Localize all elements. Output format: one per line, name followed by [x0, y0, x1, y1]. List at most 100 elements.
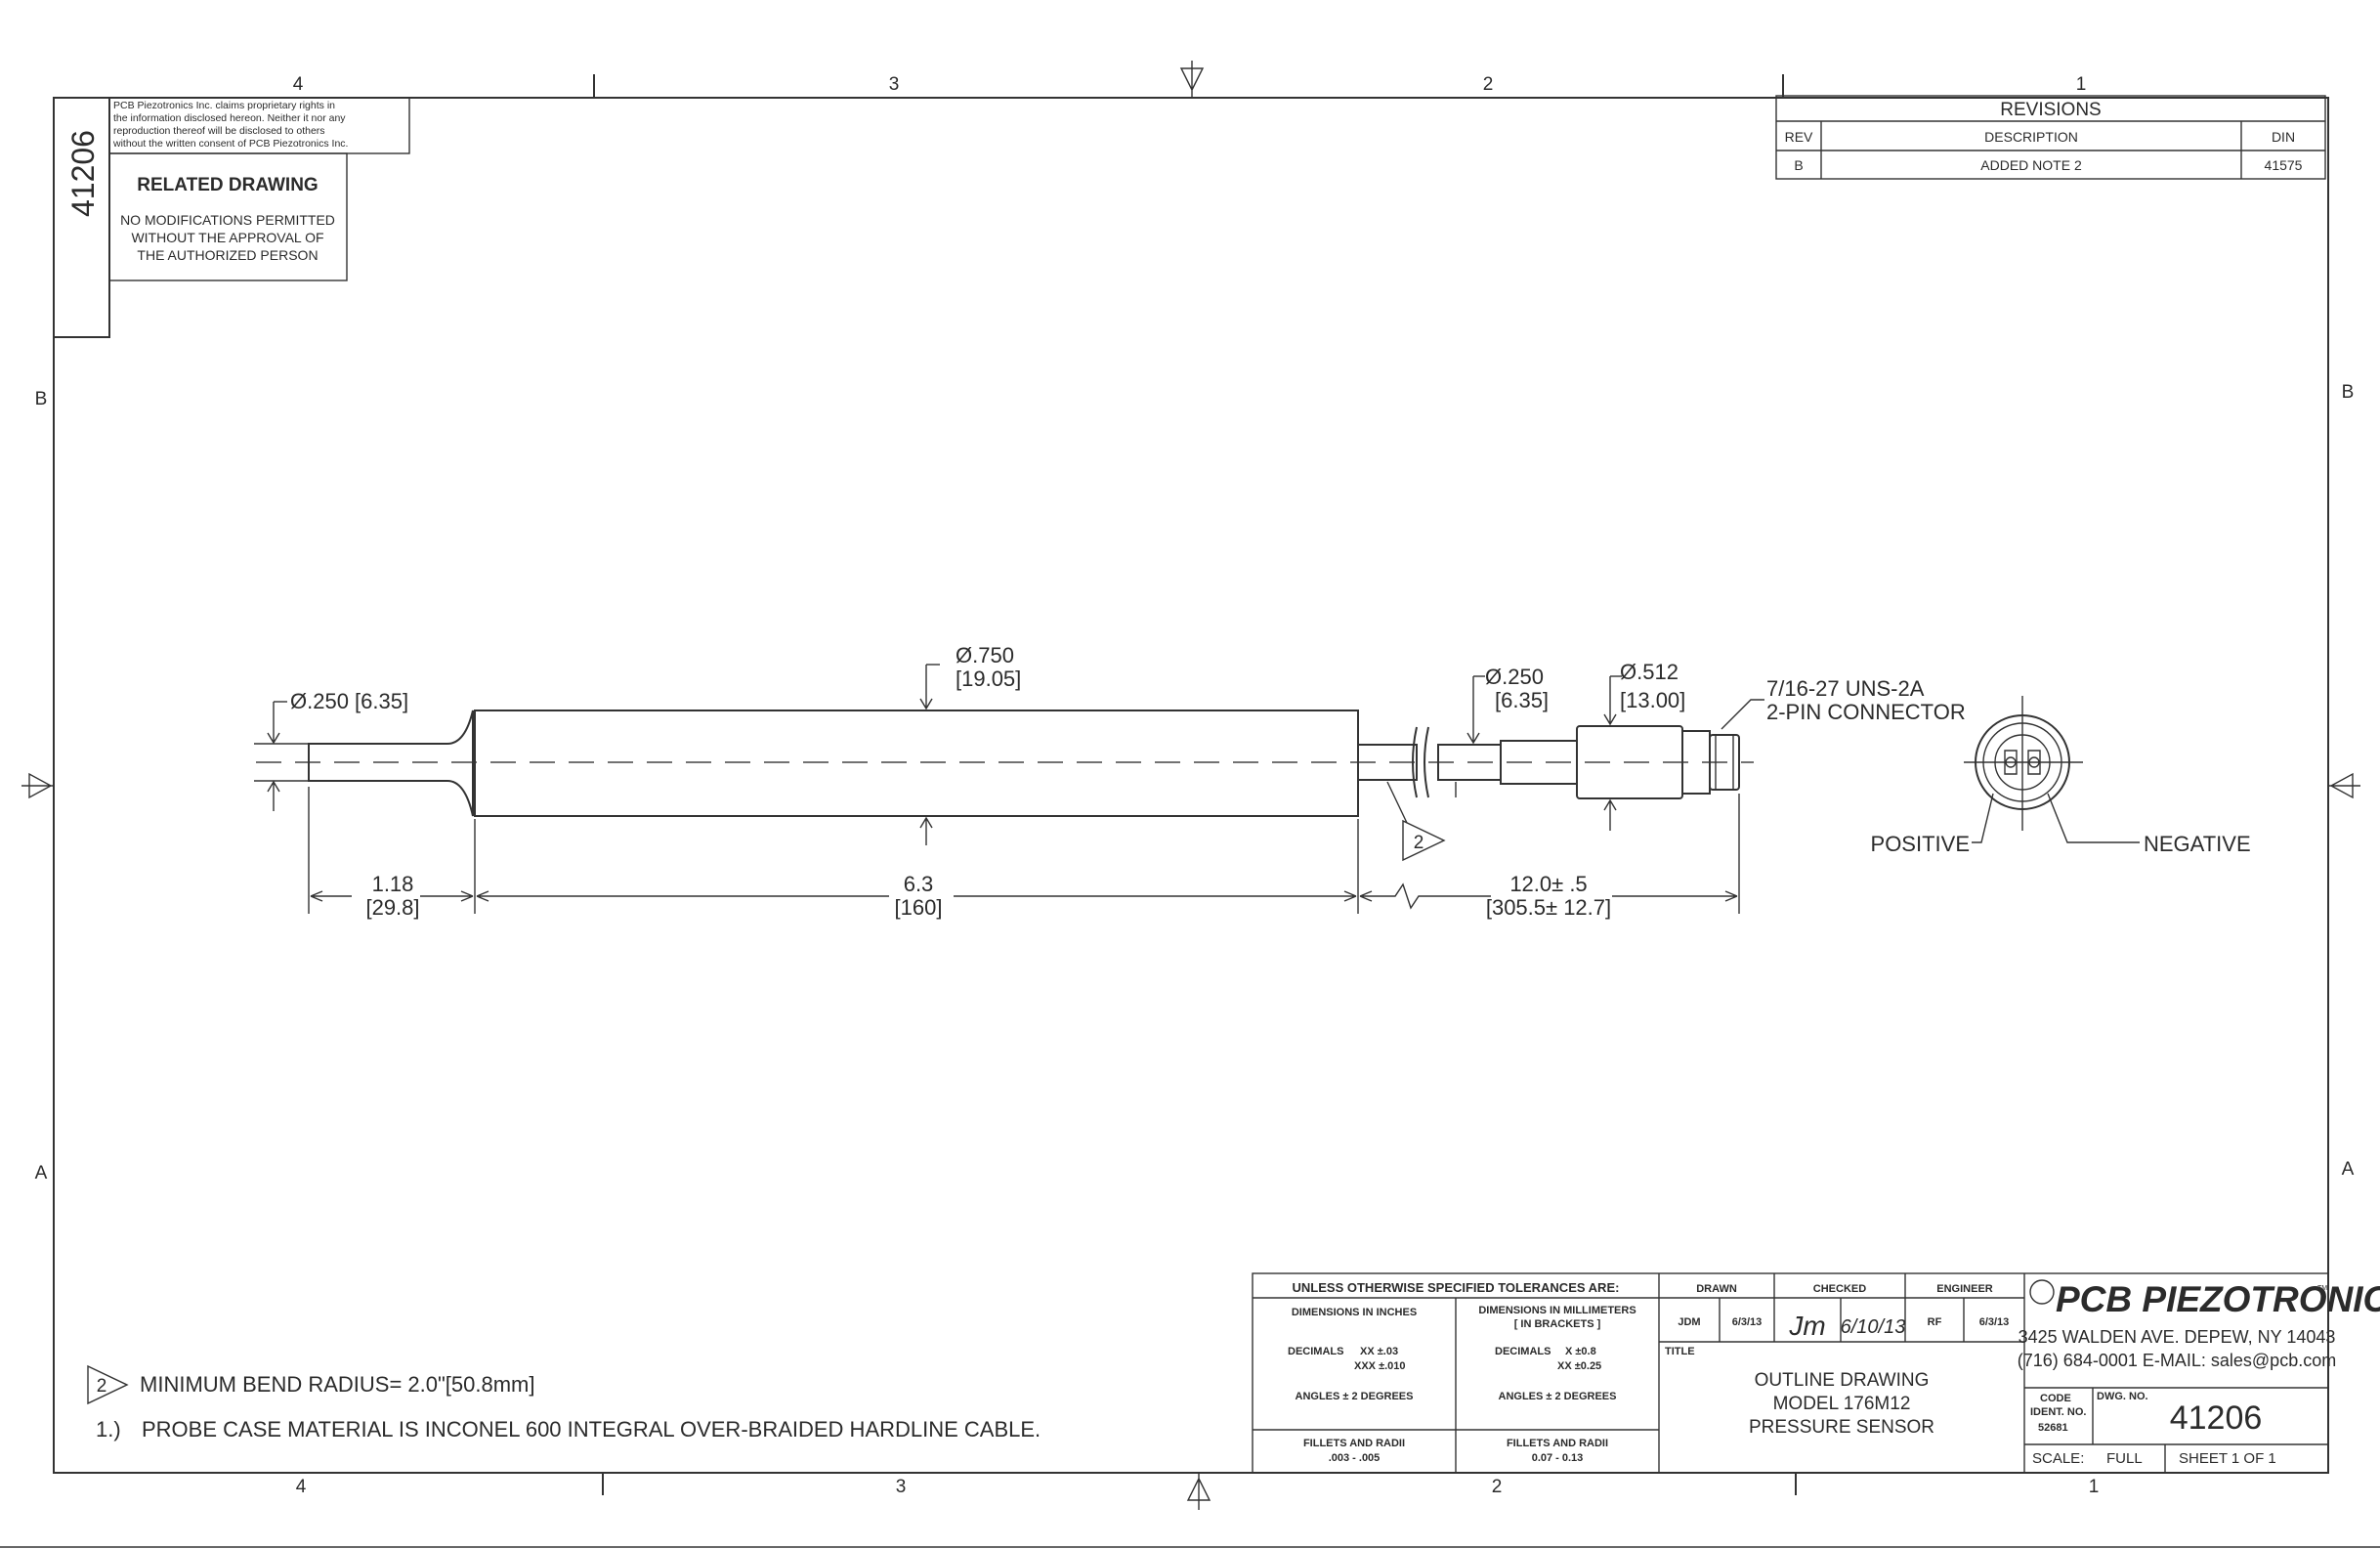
revisions-header-din: DIN	[2272, 129, 2295, 145]
revision-row-description: ADDED NOTE 2	[1980, 157, 2082, 173]
drawn-label: DRAWN	[1696, 1283, 1737, 1295]
dwg-number: 41206	[2170, 1399, 2263, 1437]
zone-bottom-1: 1	[2089, 1477, 2100, 1497]
dimension-lines	[254, 664, 1764, 914]
tip-length-mm: [29.8]	[365, 895, 419, 920]
cable-length-in: 12.0± .5	[1509, 872, 1587, 896]
note-1-text: PROBE CASE MATERIAL IS INCONEL 600 INTEG…	[142, 1417, 1041, 1441]
connector-type: 2-PIN CONNECTOR	[1766, 700, 1966, 724]
code-label-2: IDENT. NO.	[2030, 1406, 2086, 1418]
engineer-by: RF	[1928, 1316, 1942, 1328]
title-line-2: MODEL 176M12	[1773, 1394, 1911, 1414]
probe-body	[474, 710, 1359, 817]
zone-top-1: 1	[2076, 74, 2087, 95]
sensor-side-view	[256, 710, 1754, 817]
zone-right-a: A	[2342, 1159, 2355, 1180]
code-label-1: CODE	[2040, 1393, 2071, 1404]
connector-nut	[1709, 734, 1740, 791]
positive-label: POSITIVE	[1871, 832, 1970, 856]
cable-break	[1412, 726, 1429, 798]
company-address: 3425 WALDEN AVE. DEPEW, NY 14043	[2019, 1327, 2336, 1347]
title-block-grid	[1252, 1272, 2329, 1474]
scale-value: FULL	[2106, 1450, 2143, 1467]
body-length-in: 6.3	[904, 872, 934, 896]
zone-top-2: 2	[1483, 74, 1494, 95]
vertical-dwg-number: 41206	[65, 130, 101, 217]
related-drawing-box: RELATED DRAWING NO MODIFICATIONS PERMITT…	[108, 152, 348, 281]
title-label: TITLE	[1665, 1346, 1695, 1357]
note-2-text: MINIMUM BEND RADIUS= 2.0"[50.8mm]	[140, 1372, 535, 1397]
zone-top-3: 3	[889, 74, 900, 95]
dwg-no-label: DWG. NO.	[2097, 1391, 2148, 1402]
checked-label: CHECKED	[1813, 1283, 1866, 1295]
related-line-2: WITHOUT THE APPROVAL OF	[131, 230, 323, 245]
related-drawing-title: RELATED DRAWING	[137, 175, 318, 195]
proprietary-line-3: reproduction thereof will be disclosed t…	[113, 125, 325, 137]
cable-diameter-mm: [6.35]	[1495, 688, 1549, 712]
cable-length-mm: [305.5± 12.7]	[1486, 895, 1611, 920]
body-length-mm: [160]	[895, 895, 943, 920]
cable-diameter-in: Ø.250	[1485, 665, 1544, 689]
company-contact: (716) 684-0001 E-MAIL: sales@pcb.com	[2018, 1351, 2336, 1370]
sheet-info: SHEET 1 OF 1	[2179, 1450, 2276, 1467]
revision-row-rev: B	[1794, 157, 1803, 173]
proprietary-line-1: PCB Piezotronics Inc. claims proprietary…	[113, 100, 335, 111]
tip-length-in: 1.18	[372, 872, 414, 896]
drawn-date: 6/3/13	[1732, 1316, 1763, 1328]
note-flag-number: 2	[1414, 833, 1424, 853]
inch-fillets-label: FILLETS AND RADII	[1303, 1438, 1405, 1449]
revisions-header-description: DESCRIPTION	[1984, 129, 2078, 145]
title-line-1: OUTLINE DRAWING	[1755, 1370, 1930, 1391]
mm-fillets-value: 0.07 - 0.13	[1532, 1452, 1584, 1464]
tolerance-title: UNLESS OTHERWISE SPECIFIED TOLERANCES AR…	[1293, 1280, 1620, 1295]
zone-bottom-4: 4	[296, 1477, 307, 1497]
code-ident-number: 52681	[2038, 1422, 2068, 1434]
drawn-by: JDM	[1678, 1316, 1700, 1328]
mm-decimals-label: DECIMALS	[1495, 1346, 1551, 1357]
inch-header: DIMENSIONS IN INCHES	[1292, 1307, 1417, 1318]
note-1-number: 1.)	[96, 1417, 121, 1441]
connector-diameter-in: Ø.512	[1620, 660, 1679, 684]
revisions-table: REVISIONS REV DESCRIPTION DIN B ADDED NO…	[1775, 95, 2326, 180]
zone-right-b: B	[2342, 382, 2355, 403]
inch-angles: ANGLES ± 2 DEGREES	[1296, 1391, 1414, 1402]
proprietary-line-4: without the written consent of PCB Piezo…	[112, 138, 348, 150]
mm-xx-tolerance: XX ±0.25	[1557, 1360, 1601, 1372]
mm-angles: ANGLES ± 2 DEGREES	[1499, 1391, 1617, 1402]
engineer-date: 6/3/13	[1979, 1316, 2010, 1328]
related-line-1: NO MODIFICATIONS PERMITTED	[120, 212, 335, 228]
mm-x-tolerance: X ±0.8	[1565, 1346, 1596, 1357]
connector-end-view	[1964, 696, 2140, 843]
proprietary-notice: PCB Piezotronics Inc. claims proprietary…	[108, 97, 410, 154]
revisions-title: REVISIONS	[2000, 100, 2101, 120]
checked-signature: Jm	[1788, 1311, 1825, 1341]
checked-date: 6/10/13	[1841, 1316, 1906, 1338]
note-2-flag: 2	[1386, 781, 1446, 862]
vertical-dwg-box: 41206	[53, 97, 110, 338]
proprietary-line-2: the information disclosed hereon. Neithe…	[113, 112, 346, 124]
inch-xxx-tolerance: XXX ±.010	[1354, 1360, 1406, 1372]
notes: 2 MINIMUM BEND RADIUS= 2.0"[50.8mm] 1.) …	[87, 1364, 1041, 1441]
probe-tip	[308, 710, 474, 817]
zone-bottom-2: 2	[1492, 1477, 1503, 1497]
zone-top-4: 4	[293, 74, 304, 95]
company-logo: PCB PIEZOTRONICS TM	[2029, 1279, 2380, 1319]
title-line-3: PRESSURE SENSOR	[1749, 1417, 1934, 1438]
body-diameter-in: Ø.750	[956, 643, 1014, 667]
negative-label: NEGATIVE	[2144, 832, 2251, 856]
engineer-label: ENGINEER	[1936, 1283, 1993, 1295]
inch-xx-tolerance: XX ±.03	[1360, 1346, 1398, 1357]
related-line-3: THE AUTHORIZED PERSON	[137, 247, 318, 263]
zone-left-b: B	[35, 389, 48, 409]
company-tm: TM	[2317, 1285, 2327, 1292]
scale-label: SCALE:	[2032, 1450, 2084, 1467]
notes-flag-number: 2	[97, 1376, 107, 1397]
inch-decimals-label: DECIMALS	[1288, 1346, 1343, 1357]
zone-left-a: A	[35, 1163, 48, 1183]
body-diameter-mm: [19.05]	[956, 667, 1021, 691]
connector-diameter-mm: [13.00]	[1620, 688, 1685, 712]
tip-diameter-label: Ø.250 [6.35]	[290, 689, 408, 713]
thread-spec: 7/16-27 UNS-2A	[1766, 676, 1925, 701]
zone-bottom-3: 3	[896, 1477, 907, 1497]
